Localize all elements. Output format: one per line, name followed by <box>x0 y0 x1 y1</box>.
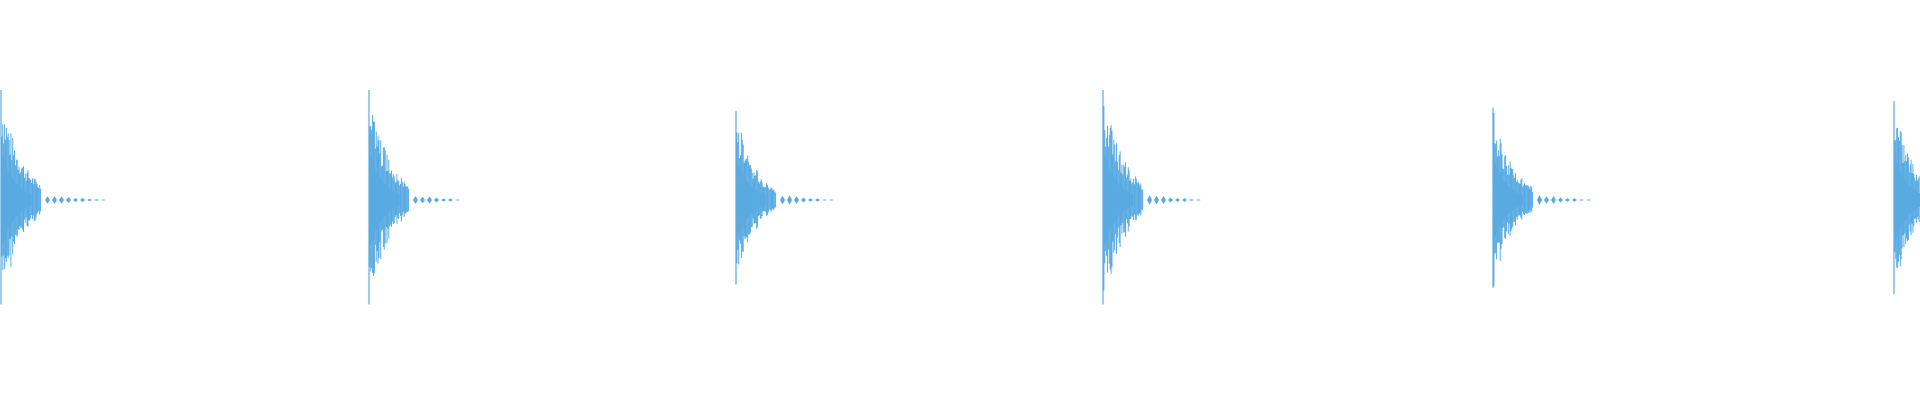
waveform-core <box>1894 155 1920 245</box>
transient-4 <box>1102 90 1201 305</box>
waveform-tail-segment <box>815 198 820 202</box>
waveform-tail-segment <box>94 199 99 201</box>
waveform-tail-segment <box>1168 197 1173 203</box>
waveform-core <box>1103 150 1133 250</box>
waveform-tail-segment <box>1147 195 1152 205</box>
waveform-tail-segment <box>1544 196 1549 204</box>
transient-6 <box>1893 101 1920 295</box>
waveform-tail-segment <box>73 198 78 202</box>
waveform-tail-segment <box>822 199 827 201</box>
waveform-tail-segment <box>455 199 460 201</box>
waveform-tail-segment <box>448 198 453 202</box>
transient-1 <box>0 90 106 305</box>
waveform-core <box>736 159 766 241</box>
waveform-tail-segment <box>1579 199 1584 201</box>
waveform-tail-segment <box>413 195 418 205</box>
waveform-tail-segment <box>1537 194 1542 206</box>
waveform-tail-segment <box>420 196 425 204</box>
waveform-tail-segment <box>1572 198 1577 202</box>
transient-3 <box>735 110 834 285</box>
waveform-tail-segment <box>801 197 806 203</box>
transient-5 <box>1492 107 1591 288</box>
waveform-core <box>1493 158 1523 242</box>
waveform-tail-segment <box>101 199 106 201</box>
waveform-tail-segment <box>1196 199 1201 201</box>
waveform-tail-segment <box>1551 196 1556 204</box>
waveform-tail-segment <box>794 196 799 204</box>
waveform-tail-segment <box>80 197 85 203</box>
waveform-core <box>1 150 31 250</box>
waveform-tail-segment <box>1161 196 1166 204</box>
waveform-tail-segment <box>1189 199 1194 201</box>
waveform-tail-segment <box>1154 195 1159 205</box>
waveform-tail-segment <box>441 198 446 202</box>
waveform-tail-segment <box>787 195 792 205</box>
waveform-tail-segment <box>52 196 57 204</box>
waveform-tail-segment <box>59 196 64 204</box>
waveform-core <box>369 150 399 250</box>
waveform-tail-segment <box>1558 197 1563 203</box>
waveform-tail-segment <box>434 197 439 203</box>
waveform-tail-segment <box>87 198 92 202</box>
waveform-layer <box>0 90 1920 305</box>
transient-2 <box>368 90 460 305</box>
waveform-tail-segment <box>780 195 785 205</box>
waveform-tail-segment <box>427 196 432 204</box>
waveform-tail-segment <box>66 197 71 203</box>
waveform-tail-segment <box>808 198 813 202</box>
waveform-tail-segment <box>1175 198 1180 202</box>
waveform-tail-segment <box>829 199 834 201</box>
waveform-tail-segment <box>1182 198 1187 202</box>
waveform-tail-segment <box>1586 199 1591 201</box>
waveform-tail-segment <box>45 196 50 204</box>
waveform-tail-segment <box>1565 198 1570 202</box>
